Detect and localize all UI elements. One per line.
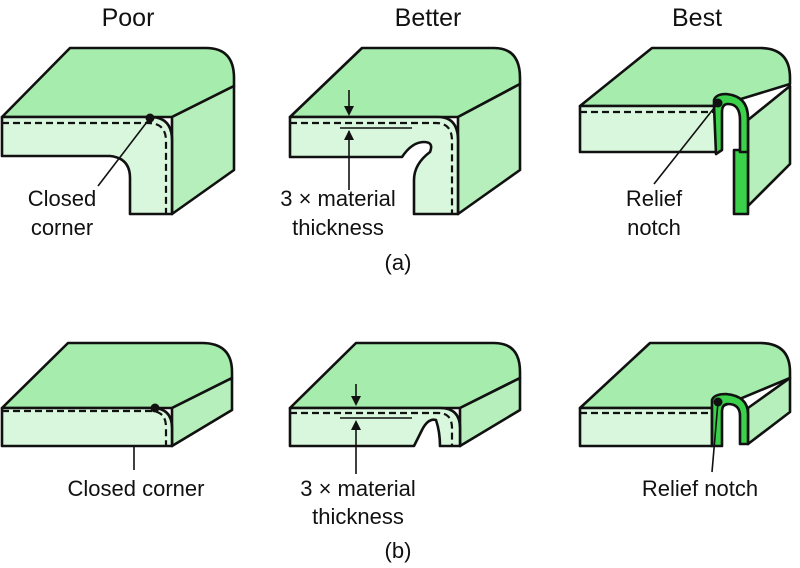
row-b-poor-part: [0, 341, 234, 470]
arrow-down-head: [344, 106, 354, 116]
row-b-better-label-2: thickness: [312, 504, 404, 529]
side-flange: [746, 84, 792, 208]
top-surface: [288, 46, 522, 119]
row-a-better-label-1: 3 × material: [280, 186, 396, 211]
header-poor: Poor: [102, 4, 155, 32]
row-a-better-label-2: thickness: [292, 215, 384, 240]
top-surface: [0, 341, 234, 410]
top-surface: [578, 46, 792, 108]
corner-dot: [150, 403, 160, 413]
row-a-caption: (a): [385, 250, 412, 275]
bend-line: [2, 409, 168, 446]
bend-line: [2, 121, 168, 214]
row-b-better-label-1: 3 × material: [300, 476, 416, 501]
arrow-up-head: [344, 130, 354, 140]
row-b-poor-label: Closed corner: [68, 476, 205, 501]
row-a-poor-label-2: corner: [31, 215, 93, 240]
row-a-poor-part: [0, 46, 236, 216]
arrow-up-head: [351, 420, 361, 430]
arrow-down-head: [351, 396, 361, 406]
row-b-better-part: [288, 341, 522, 474]
bend-line: [290, 411, 454, 446]
row-a-best-part: [578, 46, 792, 216]
leader-line: [97, 117, 151, 187]
row-a-best-label-2: notch: [627, 215, 681, 240]
flange-edge: [732, 148, 750, 216]
notch-band: [710, 392, 750, 448]
notch-band: [712, 92, 750, 156]
leader-line: [711, 401, 719, 473]
row-a-better-part: [288, 46, 522, 216]
row-a-best-label-1: Relief: [626, 186, 683, 211]
header-better: Better: [395, 4, 462, 32]
top-surface: [0, 46, 236, 119]
front-face: [0, 406, 174, 448]
row-b-best-label: Relief notch: [642, 476, 758, 501]
header-best: Best: [672, 4, 722, 32]
leader-line: [653, 102, 719, 185]
top-surface: [288, 341, 522, 410]
row-a-poor-label-1: Closed: [28, 186, 96, 211]
row-b-caption: (b): [385, 538, 412, 563]
front-face: [288, 115, 460, 216]
bend-line: [290, 121, 454, 214]
top-surface: [578, 341, 792, 410]
front-face: [288, 406, 462, 448]
front-face: [0, 115, 174, 216]
row-b-best-part: [578, 341, 792, 473]
